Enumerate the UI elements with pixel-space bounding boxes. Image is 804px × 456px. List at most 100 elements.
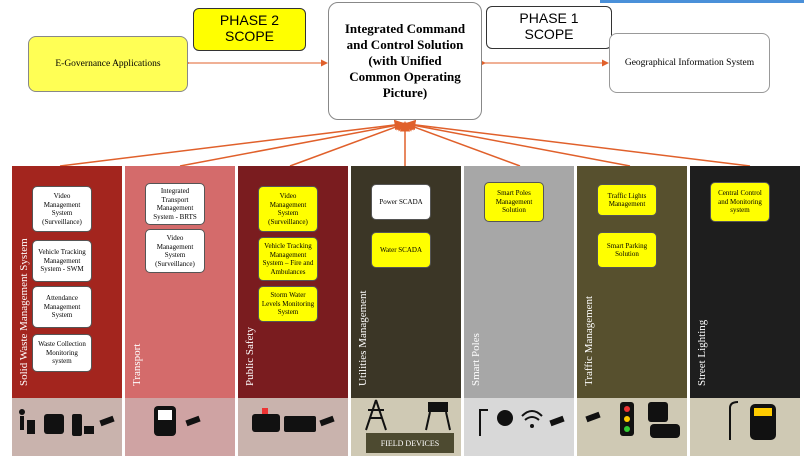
barcode-scanner-icon <box>72 414 82 436</box>
globe-hand-icon <box>497 410 513 426</box>
phase-2-line2: SCOPE <box>224 28 274 44</box>
utilities-icons <box>365 399 451 431</box>
system-card-line: Management <box>43 200 81 209</box>
column-title: Public Safety <box>244 327 256 386</box>
system-card-line: Monitoring <box>46 348 78 357</box>
phase-2-line1: PHASE 2 <box>219 12 280 28</box>
system-card-line: System <box>51 311 73 320</box>
strip-smart-poles <box>464 398 574 456</box>
center-line4: Common Operating <box>349 69 461 84</box>
cctv-camera-icon <box>585 411 601 423</box>
gis-label: Geographical Information System <box>624 58 755 68</box>
system-card-line: Management <box>43 302 81 311</box>
center-line1: Integrated Command <box>344 21 466 36</box>
system-card-line: Levels Monitoring <box>261 299 315 308</box>
parking-car-icon <box>648 402 668 422</box>
system-card-line: Ambulances <box>270 267 306 276</box>
system-card: Water SCADA <box>371 232 431 268</box>
lighting-icons <box>729 401 776 440</box>
cctv-camera-icon <box>319 415 335 427</box>
system-card-line: System - SWM <box>40 265 84 274</box>
system-card-line: system <box>52 357 72 366</box>
strip-street-lighting <box>690 398 800 456</box>
system-card-line: System – Fire and <box>262 259 314 267</box>
water-tower-icon <box>428 402 448 412</box>
system-card-line: Management <box>495 197 533 206</box>
traffic-icons <box>585 402 680 438</box>
phase-1-line2: SCOPE <box>524 26 574 42</box>
gis-box: Geographical Information System <box>609 33 770 93</box>
column-title: Utilities Management <box>357 290 369 386</box>
street-lamp-icon <box>729 401 739 440</box>
system-card-line: Management <box>156 242 194 251</box>
swm-icons <box>19 409 115 436</box>
system-card-line: Smart Parking <box>606 241 648 250</box>
column-title: Street Lighting <box>696 319 708 386</box>
strip-transport <box>125 398 235 456</box>
system-card-line: (Surveillance) <box>155 259 195 268</box>
poles-icons <box>479 409 565 436</box>
system-card: Power SCADA <box>371 184 431 220</box>
fire-truck-icon <box>284 416 316 432</box>
system-card-line: System <box>277 308 299 317</box>
system-card-line: and Monitoring <box>718 197 762 206</box>
street-pole-icon <box>479 409 488 436</box>
system-card-line: Integrated <box>160 187 190 195</box>
central-solution-box: Integrated Command and Control Solution … <box>328 2 482 120</box>
wifi-icon <box>521 410 543 421</box>
center-line3: (with Unified <box>368 53 442 68</box>
system-card-line: (Surveillance) <box>42 217 82 226</box>
column-utilities: Utilities Management Power SCADA Water SCA… <box>351 166 461 398</box>
system-card-line: Video <box>279 192 297 200</box>
system-card-line: Transport <box>161 195 189 204</box>
column-title: Solid Waste Management System <box>18 238 30 386</box>
recycling-truck-icon <box>44 414 64 434</box>
egov-label: E-Governance Applications <box>55 59 161 69</box>
system-card-line: Video <box>166 234 184 242</box>
system-card-line: Video <box>53 192 71 200</box>
system-card-line: System <box>164 251 186 259</box>
column-title: Transport <box>131 343 143 386</box>
system-card-line: Management <box>269 200 307 209</box>
power-tower-icon <box>365 399 387 431</box>
cctv-camera-icon <box>99 415 115 427</box>
system-card-line: System <box>51 209 73 217</box>
system-card-line: Solution <box>615 250 639 258</box>
system-card-line: system <box>730 206 750 215</box>
top-accent-line <box>600 0 804 3</box>
system-card-line: Management <box>608 200 646 208</box>
safety-icons <box>252 408 335 432</box>
phase-1-line1: PHASE 1 <box>519 10 579 26</box>
system-card-line: Waste Collection <box>38 340 86 349</box>
system-card-line: Power SCADA <box>379 197 423 206</box>
system-card-line: Management <box>43 256 81 265</box>
system-card-line: Management <box>156 204 194 212</box>
system-card-line: Central Control <box>718 189 762 198</box>
cctv-camera-icon <box>185 415 201 427</box>
center-line2: and Control Solution <box>346 37 464 52</box>
system-card-line: Storm Water <box>270 291 306 300</box>
phase-1-label: PHASE 1 SCOPE <box>486 6 612 49</box>
system-card-line: Smart Poles <box>497 189 531 198</box>
system-card-line: System - BRTS <box>153 212 197 221</box>
system-card-line: Solution <box>502 206 526 215</box>
person-bin-icon <box>19 409 25 415</box>
phase-2-label: PHASE 2 SCOPE <box>193 8 306 51</box>
system-card-line: (Surveillance) <box>268 217 308 226</box>
column-title: Smart Poles <box>470 333 482 386</box>
